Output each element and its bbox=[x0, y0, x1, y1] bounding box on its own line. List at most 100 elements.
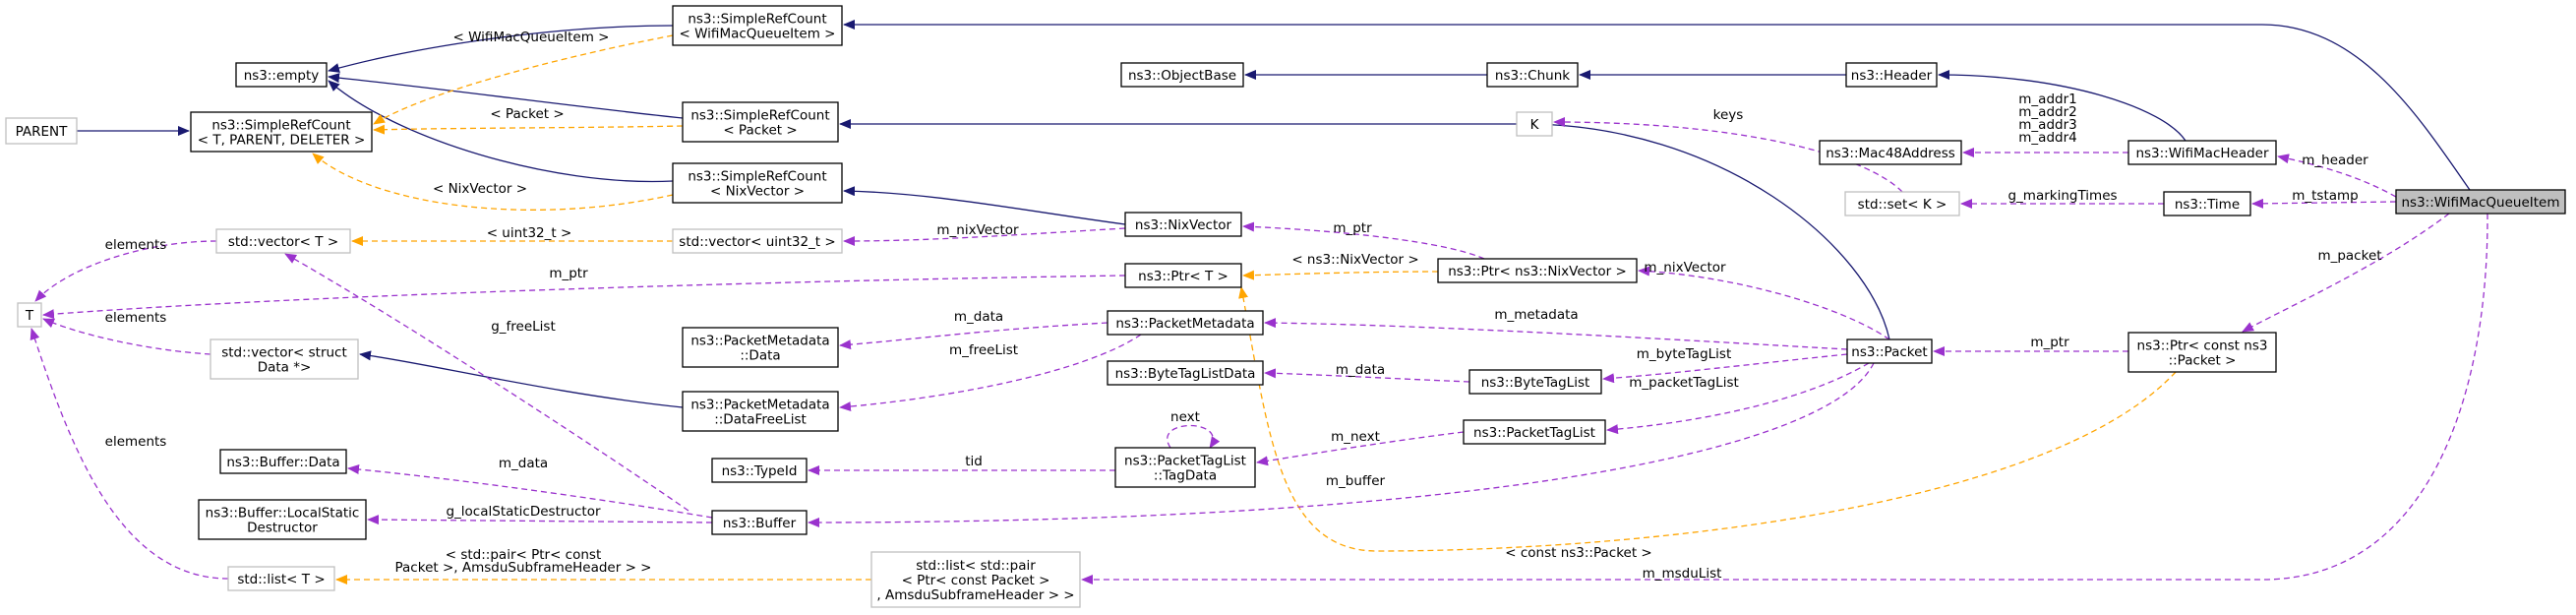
class-node-parent[interactable]: PARENT bbox=[5, 117, 78, 145]
edge-label: < const ns3::Packet > bbox=[1505, 545, 1652, 561]
class-node-bytetaglist[interactable]: ns3::ByteTagList bbox=[1468, 369, 1602, 395]
usage-arrow bbox=[347, 464, 713, 519]
node-box bbox=[682, 327, 839, 368]
edge-ptr-nixvector-to-packet: m_nixVector bbox=[1638, 260, 1890, 340]
class-node-vector-t[interactable]: std::vector< T > bbox=[215, 228, 351, 254]
usage-arrow bbox=[2277, 154, 2397, 198]
usage-arrow bbox=[1081, 213, 2488, 584]
edge-label: m_packet bbox=[2317, 248, 2381, 264]
edge-packetmetadata-datafreelist-to-packetmetadata: m_freeList bbox=[839, 334, 1142, 412]
usage-arrow bbox=[2251, 198, 2397, 209]
class-node-packetmetadata-datafreelist[interactable]: ns3::PacketMetadata::DataFreeList bbox=[682, 391, 839, 432]
class-node-empty[interactable]: ns3::empty bbox=[235, 62, 328, 88]
class-node-nixvector[interactable]: ns3::NixVector bbox=[1124, 212, 1242, 237]
node-label: ns3::TypeId bbox=[722, 463, 798, 479]
edge-vector-t-to-vector-uint32: < uint32_t > bbox=[351, 225, 673, 246]
class-node-wifimacheader[interactable]: ns3::WifiMacHeader bbox=[2127, 140, 2277, 165]
node-label: std::vector< struct bbox=[221, 345, 347, 361]
class-node-wifimacqueueitem[interactable]: ns3::WifiMacQueueItem bbox=[2395, 189, 2566, 215]
edge-list-pair-to-wifimacqueueitem: m_msduList bbox=[1081, 213, 2488, 584]
node-box bbox=[1516, 111, 1553, 137]
edge-typeid-to-packettaglist-tagdata: tid bbox=[808, 454, 1115, 475]
class-node-srcount-packet[interactable]: ns3::SimpleRefCount< Packet > bbox=[682, 101, 839, 143]
class-node-packettaglist-tagdata[interactable]: ns3::PacketTagList::TagData bbox=[1114, 447, 1256, 488]
edge-bytetaglist-to-packet: m_byteTagList bbox=[1602, 346, 1848, 384]
class-node-srcount-t[interactable]: ns3::SimpleRefCount< T, PARENT, DELETER … bbox=[190, 111, 373, 153]
usage-arrow bbox=[367, 515, 713, 525]
node-label: std::vector< uint32_t > bbox=[679, 234, 835, 250]
edge-empty-to-srcount-packet bbox=[328, 73, 684, 119]
usage-arrow bbox=[839, 322, 1108, 350]
node-label: ns3::ByteTagList bbox=[1481, 375, 1590, 391]
node-label: ns3::Header bbox=[1851, 68, 1933, 84]
class-node-packetmetadata[interactable]: ns3::PacketMetadata bbox=[1107, 310, 1264, 336]
edge-srcount-t-to-srcount-packet: < Packet > bbox=[373, 106, 684, 135]
node-label: PARENT bbox=[16, 124, 69, 140]
node-label: ::Data bbox=[740, 348, 780, 364]
node-label: ns3::Mac48Address bbox=[1826, 146, 1955, 161]
class-node-mac48address[interactable]: ns3::Mac48Address bbox=[1819, 140, 1962, 165]
node-label: ns3::empty bbox=[244, 68, 320, 84]
class-node-ptr-const-packet[interactable]: ns3::Ptr< const ns3::Packet > bbox=[2127, 332, 2277, 373]
edge-label: m_data bbox=[499, 456, 548, 471]
class-node-ptr-nixvector[interactable]: ns3::Ptr< ns3::NixVector > bbox=[1437, 258, 1638, 283]
class-node-t[interactable]: T bbox=[17, 302, 42, 328]
edge-label: m_addr2 bbox=[2018, 104, 2076, 120]
class-node-packettaglist[interactable]: ns3::PacketTagList bbox=[1463, 419, 1606, 445]
edge-empty-to-srcount-wmqi bbox=[328, 25, 674, 73]
class-node-packet[interactable]: ns3::Packet bbox=[1846, 338, 1933, 364]
class-node-time[interactable]: ns3::Time bbox=[2163, 191, 2251, 216]
node-label: ns3::WifiMacQueueItem bbox=[2401, 195, 2559, 211]
node-label: std::vector< T > bbox=[228, 234, 338, 250]
usage-arrow bbox=[1264, 318, 1848, 350]
class-node-k[interactable]: K bbox=[1516, 111, 1553, 137]
class-node-srcount-nixvector[interactable]: ns3::SimpleRefCount< NixVector > bbox=[672, 162, 843, 204]
class-node-list-pair[interactable]: std::list< std::pair< Ptr< const Packet … bbox=[870, 551, 1081, 608]
edge-srcount-wmqi-to-wifimacqueueitem bbox=[843, 20, 2471, 191]
node-box bbox=[2163, 191, 2251, 216]
edge-label: keys bbox=[1713, 107, 1744, 123]
node-box bbox=[235, 62, 328, 88]
node-label: ns3::ByteTagListData bbox=[1115, 366, 1256, 382]
class-node-set-k[interactable]: std::set< K > bbox=[1844, 191, 1960, 216]
class-node-objectbase[interactable]: ns3::ObjectBase bbox=[1120, 62, 1244, 88]
class-node-buffer[interactable]: ns3::Buffer bbox=[711, 510, 808, 535]
usage-arrow bbox=[1167, 424, 1221, 449]
edge-k-to-set-k: keys bbox=[1553, 107, 1903, 193]
edge-packet-to-ptr-const-packet: m_ptr bbox=[1933, 335, 2128, 356]
node-box bbox=[2127, 332, 2277, 373]
edge-label: < ns3::NixVector > bbox=[1291, 252, 1418, 268]
edge-label: m_metadata bbox=[1494, 307, 1578, 323]
node-box bbox=[227, 566, 335, 591]
edge-label: m_ptr bbox=[549, 266, 588, 281]
class-node-packetmetadata-data[interactable]: ns3::PacketMetadata::Data bbox=[682, 327, 839, 368]
class-node-srcount-wmqi[interactable]: ns3::SimpleRefCount< WifiMacQueueItem > bbox=[672, 5, 843, 46]
usage-arrow bbox=[1606, 362, 1870, 435]
class-node-buffer-data[interactable]: ns3::Buffer::Data bbox=[219, 449, 347, 474]
node-layer: ns3::WifiMacQueueItem ns3::SimpleRefCount… bbox=[5, 5, 2566, 608]
class-node-typeid[interactable]: ns3::TypeId bbox=[711, 458, 808, 483]
class-node-list-t[interactable]: std::list< T > bbox=[227, 566, 335, 591]
template-arrow bbox=[1242, 270, 1439, 280]
edge-label: m_addr1 bbox=[2018, 92, 2076, 107]
class-node-chunk[interactable]: ns3::Chunk bbox=[1486, 62, 1579, 88]
node-box bbox=[1846, 338, 1933, 364]
class-node-vector-uint32[interactable]: std::vector< uint32_t > bbox=[672, 228, 843, 254]
edge-srcount-packet-to-packet bbox=[839, 119, 1890, 340]
node-label: ns3::ObjectBase bbox=[1128, 68, 1236, 84]
edge-label: m_ptr bbox=[1333, 220, 1372, 236]
node-label: ns3::Ptr< T > bbox=[1138, 269, 1228, 284]
node-label: ns3::Buffer::LocalStatic bbox=[206, 506, 360, 522]
edge-label: m_addr3 bbox=[2018, 117, 2076, 133]
node-label: ns3::PacketTagList bbox=[1124, 454, 1246, 469]
edge-label: < Packet > bbox=[490, 106, 564, 122]
class-node-bytetaglistdata[interactable]: ns3::ByteTagListData bbox=[1107, 360, 1264, 386]
node-box bbox=[5, 117, 78, 145]
node-box bbox=[672, 5, 843, 46]
edge-packetmetadata-to-packet: m_metadata bbox=[1264, 307, 1848, 350]
class-node-ptr-t[interactable]: ns3::Ptr< T > bbox=[1124, 263, 1242, 288]
class-node-header[interactable]: ns3::Header bbox=[1845, 62, 1938, 88]
